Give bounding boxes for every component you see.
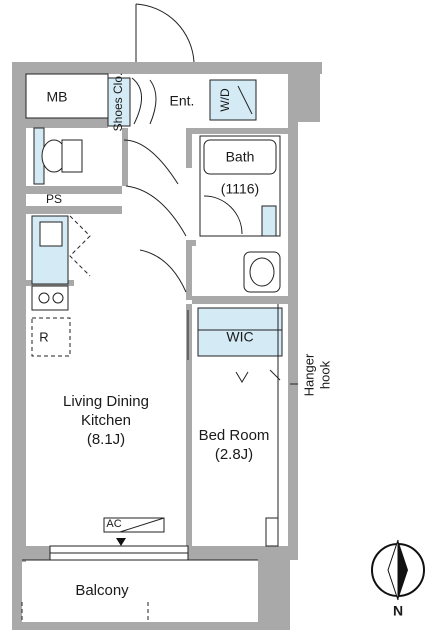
north-label: N [393,603,403,619]
hanger-hook: Hanger hook [290,353,332,396]
ldk-label-line1: Living Dining [63,393,149,410]
kitchen-counter [31,215,91,311]
balcony-label: Balcony [75,582,129,599]
washer-dryer-label: W/D [218,88,232,112]
refrigerator-label: R [39,329,48,344]
mb-label: MB [47,89,68,105]
wic-label: WIC [226,329,253,345]
bathroom: Bath (1116) [199,135,281,237]
bath-label: Bath [226,149,255,165]
toilet [33,127,83,185]
ldk-size-label: (8.1J) [87,431,125,448]
shoes-closet: Shoes Clo. [107,73,142,132]
hanger-hook-label-1: Hanger [301,353,316,396]
shoes-closet-label: Shoes Clo. [111,73,125,132]
bedroom-label: Bed Room [199,427,270,444]
ac-label: AC [106,518,121,530]
bath-size-label: (1116) [221,181,259,197]
refrigerator-space: R [31,317,71,357]
entrance-label: Ent. [170,93,195,109]
balcony: Balcony [21,559,258,622]
air-conditioner: AC [103,517,165,546]
hanger-hook-label-2: hook [317,360,332,389]
walls [12,62,322,630]
compass: N [371,539,425,619]
walk-in-closet: WIC [197,307,283,383]
entrance-door [135,3,195,63]
ldk-label-line2: Kitchen [81,412,131,429]
washer-dryer: W/D [209,79,257,121]
pipe-space-label: PS [46,192,62,206]
mb-room: MB [25,73,109,119]
bedroom-size-label: (2.8J) [215,446,253,463]
washbasin [243,251,281,293]
